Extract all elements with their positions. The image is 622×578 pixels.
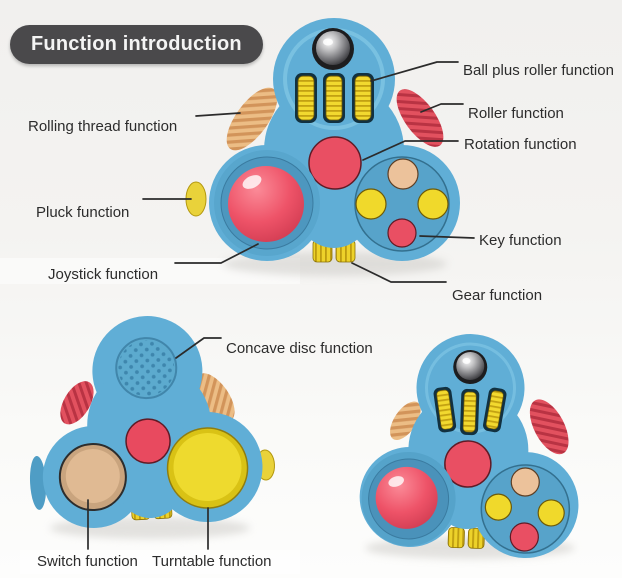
callout-label-joystick: Joystick function [48,266,159,283]
callout-label-rotation: Rotation function [464,136,577,153]
callout-label-gear: Gear function [452,287,543,304]
callout-line-concave-disc [175,337,222,359]
callout-lines [87,61,475,550]
side-roller-icon [60,381,94,425]
fidget-pad-front-view [185,18,460,263]
rolling-thread-icon [195,373,235,422]
concave-disc-icon [115,337,178,400]
fidget-pad-angled-view [359,334,579,559]
callout-label-key: Key function [479,232,562,249]
callout-line-rotation [362,140,459,161]
roller-wheels-icon [295,73,374,123]
callout-line-gear [351,262,447,283]
joystick-icon [361,451,456,546]
callout-label-pluck: Pluck function [36,204,130,221]
callout-line-rolling-thread [195,112,241,117]
callout-line-joystick [174,243,259,264]
metal-ball-icon [453,350,488,385]
callout-label-switch: Switch function [37,553,138,570]
rotation-button-icon [308,136,362,190]
callout-line-ball-plus-roller [370,61,459,82]
callout-line-key [419,235,475,239]
callout-label-concave-disc: Concave disc function [226,340,373,357]
joystick-icon [214,150,320,256]
fidget-pad-back-view [29,316,275,528]
side-roller-icon [396,89,444,147]
callout-label-turntable: Turntable function [152,553,272,570]
callout-label-ball-plus-roller: Ball plus roller function [463,62,614,79]
callout-label-rolling-thread: Rolling thread function [28,118,178,135]
rolling-thread-icon [390,401,421,441]
rotation-button-icon [125,418,171,464]
side-roller-icon [529,399,569,455]
metal-ball-icon [312,28,354,70]
key-pad-icon [354,156,450,252]
ribbed-edge-icon [29,455,47,510]
callout-label-roller: Roller function [468,105,564,122]
roller-wheels-icon [433,386,507,436]
callout-line-roller [420,103,464,113]
key-pad-icon [480,464,571,554]
rolling-thread-icon [226,87,278,151]
background-band [20,550,300,574]
page-title: Function introduction [10,25,263,64]
turntable-disc-icon [166,427,249,509]
switch-disc-icon [58,443,127,512]
rotation-button-icon [444,440,492,488]
gear-icon [447,527,485,549]
